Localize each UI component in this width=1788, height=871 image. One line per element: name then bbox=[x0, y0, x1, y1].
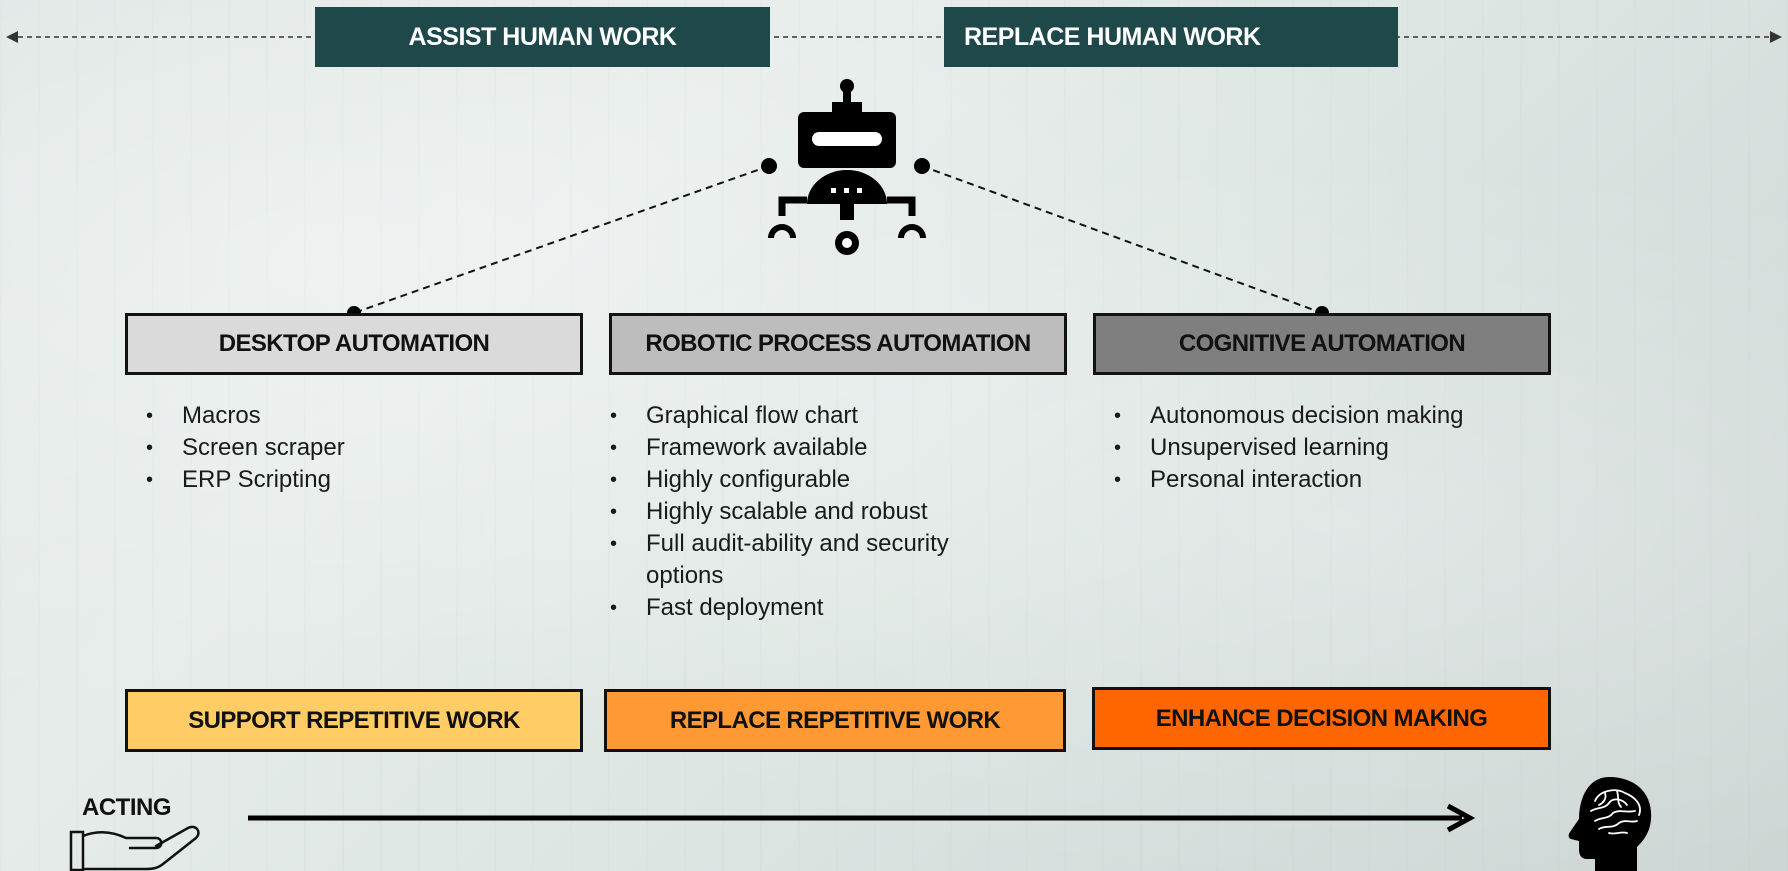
list-item: ERP Scripting bbox=[146, 464, 582, 496]
list-item: Highly configurable bbox=[610, 464, 1026, 496]
assist-band-label: ASSIST HUMAN WORK bbox=[408, 22, 677, 51]
desktop-automation-label: DESKTOP AUTOMATION bbox=[218, 330, 490, 357]
connector-node-right bbox=[914, 158, 930, 174]
support-repetitive-work-box: SUPPORT REPETITIVE WORK bbox=[125, 689, 583, 752]
cognitive-automation-label: COGNITIVE AUTOMATION bbox=[1178, 330, 1466, 357]
connector-desktop bbox=[353, 165, 770, 314]
rpa-label: ROBOTIC PROCESS AUTOMATION bbox=[645, 330, 1031, 357]
list-item: Framework available bbox=[610, 432, 1026, 464]
assist-human-work-band: ASSIST HUMAN WORK bbox=[315, 7, 770, 67]
progress-arrow-head bbox=[1446, 803, 1476, 833]
list-item: Highly scalable and robust bbox=[610, 496, 1026, 528]
connector-cognitive bbox=[921, 165, 1323, 314]
desktop-feature-list: Macros Screen scraper ERP Scripting bbox=[142, 400, 582, 496]
list-item: Screen scraper bbox=[146, 432, 582, 464]
replace-repetitive-work-box: REPLACE REPETITIVE WORK bbox=[604, 689, 1066, 752]
list-item: Graphical flow chart bbox=[610, 400, 1026, 432]
replace-human-work-band: REPLACE HUMAN WORK bbox=[944, 7, 1398, 67]
hand-icon bbox=[69, 825, 200, 871]
list-item: Full audit-ability and security options bbox=[610, 528, 1026, 592]
enhance-decision-making-label: ENHANCE DECISION MAKING bbox=[1155, 704, 1488, 732]
cognitive-automation-box: COGNITIVE AUTOMATION bbox=[1093, 313, 1551, 375]
desktop-automation-box: DESKTOP AUTOMATION bbox=[125, 313, 583, 375]
cognitive-feature-list: Autonomous decision making Unsupervised … bbox=[1110, 400, 1570, 496]
rpa-box: ROBOTIC PROCESS AUTOMATION bbox=[609, 313, 1067, 375]
list-item: Macros bbox=[146, 400, 582, 432]
acting-label: ACTING bbox=[82, 794, 172, 821]
brain-head-icon bbox=[1568, 777, 1652, 871]
replace-band-label: REPLACE HUMAN WORK bbox=[964, 22, 1261, 51]
list-item: Fast deployment bbox=[610, 592, 1026, 624]
list-item: Autonomous decision making bbox=[1114, 400, 1570, 432]
replace-repetitive-work-label: REPLACE REPETITIVE WORK bbox=[669, 706, 1001, 734]
enhance-decision-making-box: ENHANCE DECISION MAKING bbox=[1092, 687, 1551, 750]
connector-node-left bbox=[761, 158, 777, 174]
robot-icon bbox=[768, 79, 926, 255]
support-repetitive-work-label: SUPPORT REPETITIVE WORK bbox=[188, 706, 520, 734]
top-scale-left-arrowhead bbox=[6, 31, 18, 43]
top-scale-right-arrowhead bbox=[1770, 31, 1782, 43]
list-item: Personal interaction bbox=[1114, 464, 1570, 496]
list-item: Unsupervised learning bbox=[1114, 432, 1570, 464]
rpa-feature-list: Graphical flow chart Framework available… bbox=[606, 400, 1026, 624]
